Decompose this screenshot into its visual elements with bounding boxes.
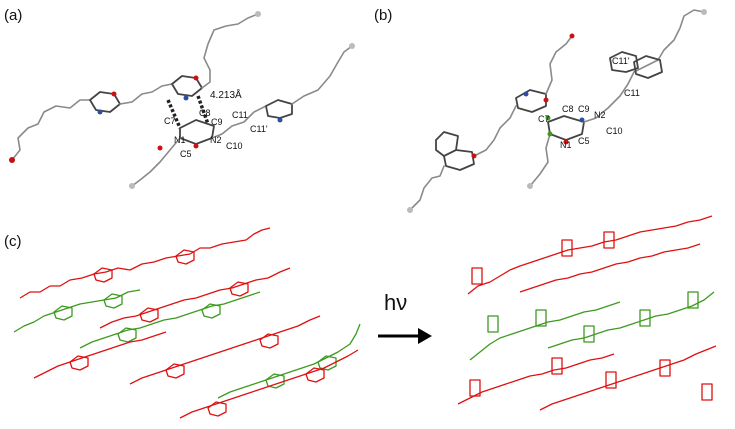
reaction-arrow bbox=[378, 328, 432, 344]
panel-a: (a) 4.213Å bbox=[4, 7, 355, 189]
atom-N2: N2 bbox=[210, 135, 222, 145]
atom-N1: N1 bbox=[174, 135, 186, 145]
atom-b-C9: C9 bbox=[578, 104, 590, 114]
atom-b-C5: C5 bbox=[578, 136, 590, 146]
atom-C8: C8 bbox=[199, 108, 211, 118]
atom-C5: C5 bbox=[180, 149, 192, 159]
atom-C9: C9 bbox=[211, 117, 223, 127]
panel-c-left-packing bbox=[13, 227, 361, 419]
atom-C7: C7 bbox=[164, 116, 176, 126]
panel-b-label: (b) bbox=[374, 7, 392, 24]
distance-label: 4.213Å bbox=[210, 88, 242, 101]
atom-b-N1: N1 bbox=[560, 140, 572, 150]
panel-c-right-packing bbox=[457, 215, 717, 411]
atom-b-N2: N2 bbox=[594, 110, 606, 120]
atom-b-C11-prime: C11' bbox=[612, 56, 630, 66]
atom-b-C7: C7 bbox=[538, 114, 550, 124]
atom-C10: C10 bbox=[226, 141, 243, 151]
atom-C11-prime: C11' bbox=[250, 124, 268, 134]
panel-a-label: (a) bbox=[4, 7, 22, 24]
panel-a-lower-molecule bbox=[129, 43, 355, 189]
panel-c: (c) bbox=[4, 215, 717, 419]
panel-a-upper-molecule bbox=[9, 11, 261, 163]
atom-b-C11: C11 bbox=[624, 88, 640, 98]
atom-C11: C11 bbox=[232, 110, 248, 120]
hv-label: hν bbox=[384, 290, 407, 315]
panel-b: (b) C11' C11 C8 bbox=[374, 7, 707, 213]
atom-b-C8: C8 bbox=[562, 104, 574, 114]
panel-c-label: (c) bbox=[4, 233, 22, 250]
panel-a-stacking-contacts bbox=[166, 95, 210, 129]
atom-b-C10: C10 bbox=[606, 126, 623, 136]
panel-b-molecule bbox=[407, 9, 707, 213]
